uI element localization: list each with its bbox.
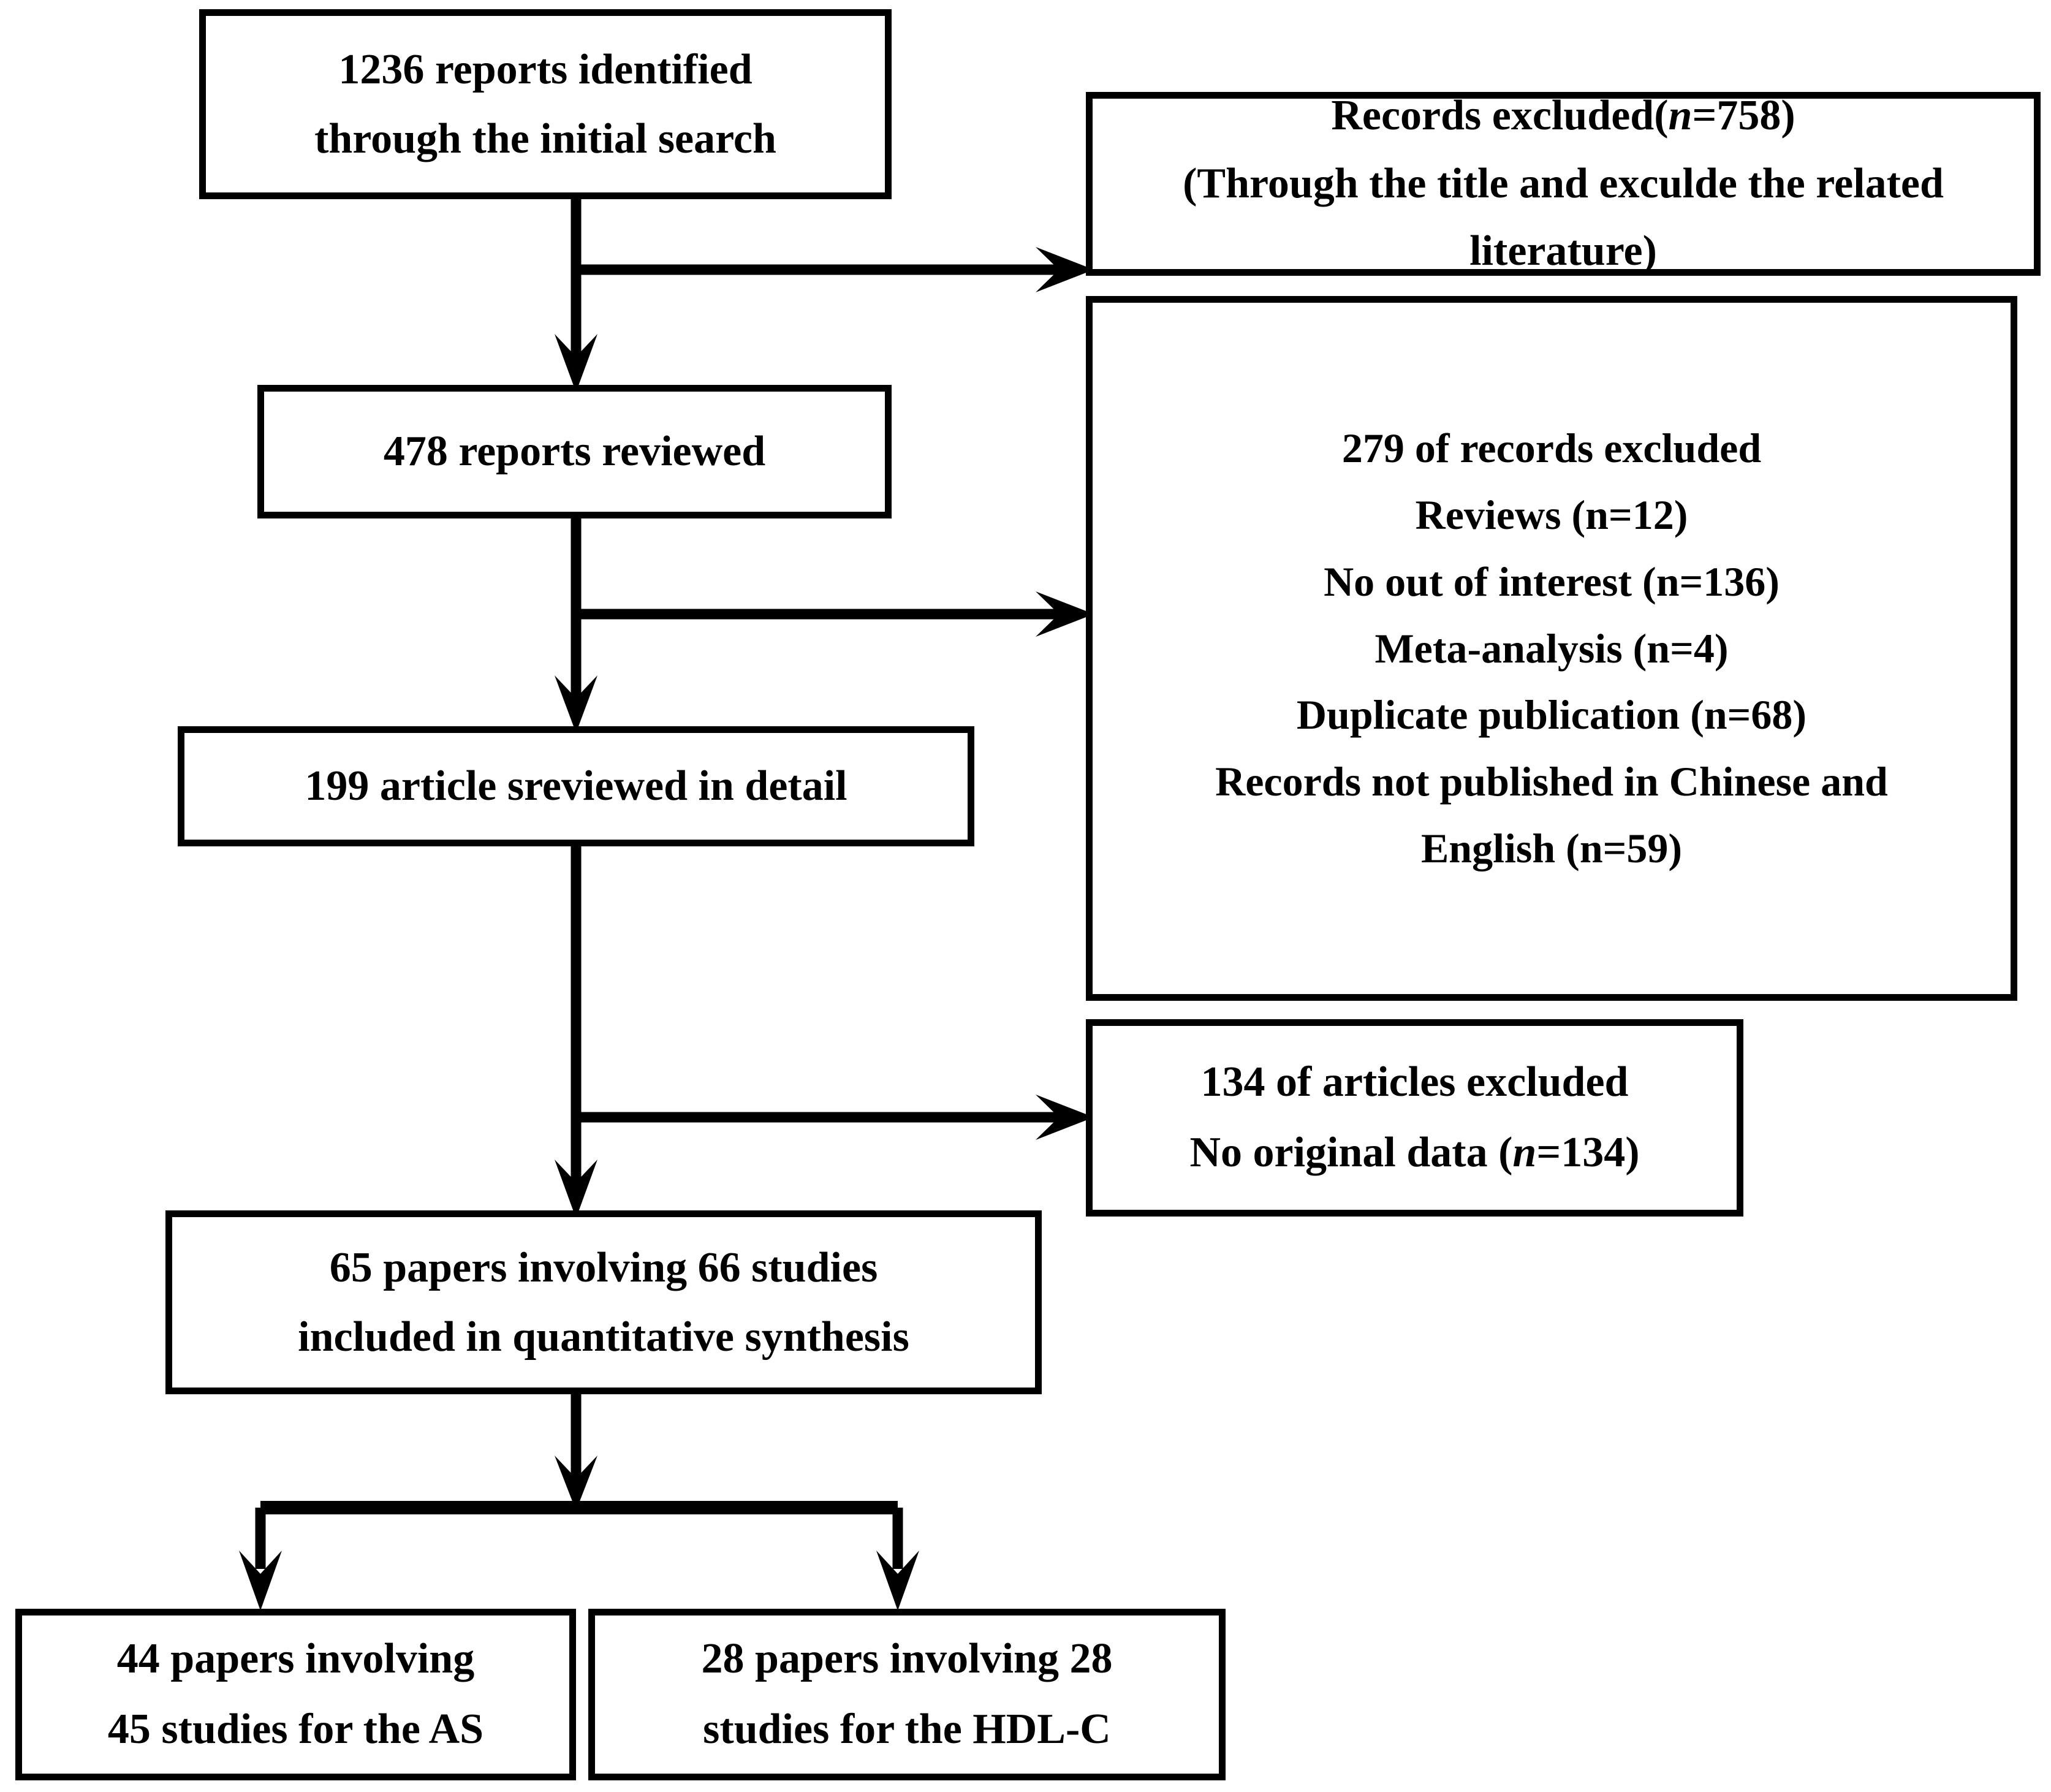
- connector-included-to-split: [239, 1394, 919, 1611]
- articles-excluded-134-line-1: 134 of articles excluded: [1200, 1058, 1629, 1106]
- papers-hdlc-28-line-2: studies for the HDL-C: [703, 1706, 1111, 1753]
- articles-excluded-134-prefix: No original data (: [1189, 1129, 1513, 1176]
- box-papers-included-65: 65 papers involving 66 studies included …: [165, 1210, 1042, 1394]
- records-excluded-279-line-6: Records not published in Chinese and: [1215, 758, 1888, 805]
- box-reports-reviewed-478: 478 reports reviewed: [257, 385, 892, 518]
- box-articles-excluded-134: 134 of articles excluded No original dat…: [1086, 1019, 1743, 1217]
- papers-hdlc-28-line-1: 28 papers involving 28: [701, 1635, 1113, 1683]
- records-excluded-279-line-2: Reviews (n=12): [1415, 492, 1688, 538]
- papers-included-65-line-1: 65 papers involving 66 studies: [329, 1243, 878, 1291]
- articles-excluded-134-suffix: =134): [1536, 1129, 1640, 1176]
- reports-identified-line-1: 1236 reports identified: [338, 45, 753, 93]
- box-records-excluded-279: 279 of records excluded Reviews (n=12) N…: [1086, 296, 2017, 1001]
- articles-reviewed-detail-199-line-1: 199 article sreviewed in detail: [305, 762, 847, 810]
- connector-reviewed-to-detail: [555, 518, 597, 733]
- connector-detail-to-excluded-134: [576, 1095, 1094, 1140]
- papers-included-65-line-2: included in quantitative synthesis: [298, 1313, 909, 1361]
- box-papers-as-44: 44 papers involving 45 studies for the A…: [15, 1609, 576, 1780]
- records-excluded-758-line-1: Records excluded(n=758): [1093, 82, 2034, 150]
- records-excluded-279-line-5: Duplicate publication (n=68): [1296, 691, 1807, 738]
- records-excluded-758-prefix: Records excluded(: [1331, 92, 1669, 140]
- reports-identified-line-2: through the initial search: [314, 115, 776, 162]
- connector-detail-to-included: [555, 846, 597, 1218]
- records-excluded-279-line-4: Meta-analysis (n=4): [1374, 625, 1729, 672]
- box-records-excluded-758: Records excluded(n=758) (Through the tit…: [1086, 92, 2041, 276]
- records-excluded-758-n-italic: n: [1668, 92, 1693, 140]
- box-reports-identified: 1236 reports identified through the init…: [199, 9, 892, 199]
- connector-reviewed-to-excluded-279: [576, 591, 1094, 637]
- connector-identified-to-reviewed: [555, 199, 597, 392]
- papers-as-44-line-1: 44 papers involving: [116, 1635, 475, 1683]
- records-excluded-758-suffix: =758): [1692, 92, 1795, 140]
- records-excluded-279-line-1: 279 of records excluded: [1341, 425, 1762, 472]
- articles-excluded-134-n-italic: n: [1512, 1129, 1537, 1176]
- box-articles-reviewed-detail-199: 199 article sreviewed in detail: [178, 726, 974, 846]
- articles-excluded-134-line-2: No original data (n=134): [1093, 1118, 1737, 1188]
- box-papers-hdlc-28: 28 papers involving 28 studies for the H…: [588, 1609, 1226, 1780]
- records-excluded-758-line-3: literature): [1469, 227, 1657, 275]
- records-excluded-279-line-3: No out of interest (n=136): [1324, 558, 1780, 605]
- papers-as-44-line-2: 45 studies for the AS: [107, 1706, 484, 1753]
- records-excluded-279-line-7: English (n=59): [1420, 824, 1683, 871]
- connector-identified-to-excluded-758: [576, 247, 1094, 292]
- reports-reviewed-478-line-1: 478 reports reviewed: [383, 428, 766, 476]
- records-excluded-758-line-2: (Through the title and exculde the relat…: [1183, 159, 1944, 207]
